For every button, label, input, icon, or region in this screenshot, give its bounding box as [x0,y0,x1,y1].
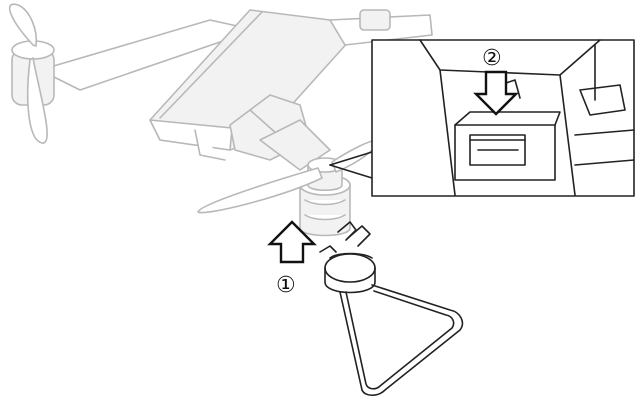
step-1-label: ① [276,273,296,298]
inset-line-art [419,39,635,196]
drone-illustration [8,3,433,237]
arrow-down-icon [473,70,519,116]
step-2-label: ② [482,46,502,71]
propeller-guard [319,221,464,397]
detail-inset: ② [329,39,635,197]
arrow-up-icon [267,220,317,264]
